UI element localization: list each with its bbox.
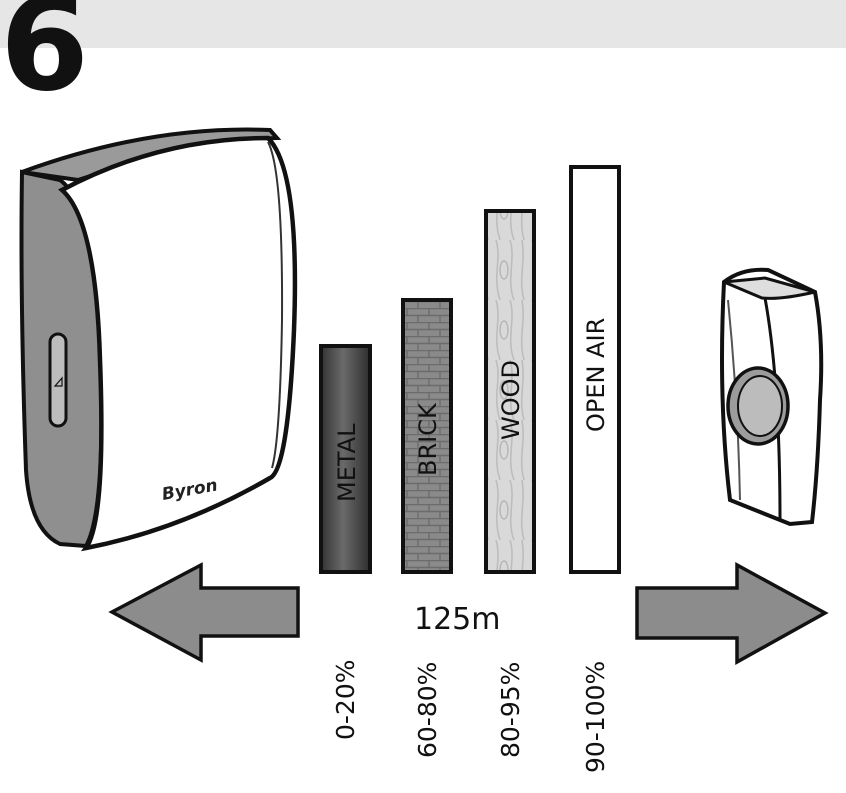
metal-percent: 0-20%	[331, 660, 360, 741]
open-air-bar: OPEN AIR	[569, 165, 621, 574]
brick-bar-label: BRICK	[414, 402, 442, 476]
volume-slider	[48, 332, 68, 428]
left-arrow-icon	[108, 562, 300, 663]
wood-bar-label: WOOD	[497, 360, 525, 440]
right-arrow-icon	[635, 562, 829, 665]
header-band	[0, 0, 846, 48]
brick-bar: BRICK	[401, 298, 453, 574]
volume-icon	[53, 376, 63, 387]
bell-push-unit	[720, 267, 824, 527]
metal-bar: METAL	[319, 344, 372, 574]
chime-unit: Byron	[19, 127, 298, 552]
open-air-bar-label: OPEN AIR	[582, 318, 610, 432]
step-number: 6	[0, 0, 90, 120]
wood-percent: 80-95%	[496, 662, 525, 758]
open-air-percent: 90-100%	[581, 661, 610, 773]
push-button	[737, 375, 783, 437]
material-bars: METAL BRICK WOOD OPEN AIR	[319, 165, 621, 574]
range-label: 125m	[414, 602, 500, 637]
metal-bar-label: METAL	[333, 423, 361, 502]
brick-percent: 60-80%	[413, 662, 442, 758]
wood-bar: WOOD	[484, 209, 536, 574]
